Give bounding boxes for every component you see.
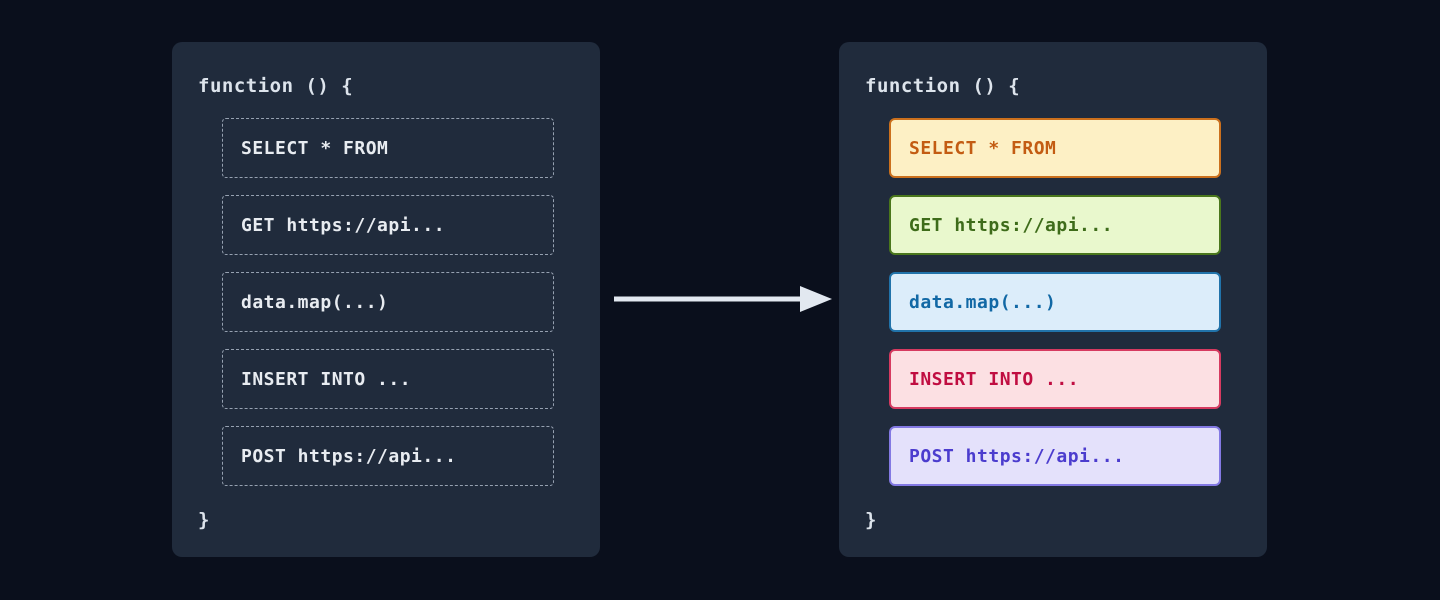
code-block-get-request: GET https://api... [222, 195, 554, 255]
code-block-data-map-highlighted: data.map(...) [889, 272, 1221, 332]
code-block-list: SELECT * FROM GET https://api... data.ma… [889, 118, 1221, 486]
code-block-insert-query-highlighted: INSERT INTO ... [889, 349, 1221, 409]
code-block-select-query: SELECT * FROM [222, 118, 554, 178]
function-open-line: function () { [865, 75, 1021, 97]
transform-arrow [610, 284, 834, 314]
function-close-line: } [865, 509, 877, 531]
code-block-post-request-highlighted: POST https://api... [889, 426, 1221, 486]
code-block-list: SELECT * FROM GET https://api... data.ma… [222, 118, 554, 486]
code-block-get-request-highlighted: GET https://api... [889, 195, 1221, 255]
function-close-line: } [198, 509, 210, 531]
code-block-post-request: POST https://api... [222, 426, 554, 486]
highlighted-code-panel: function () { SELECT * FROM GET https://… [839, 42, 1267, 557]
code-block-data-map: data.map(...) [222, 272, 554, 332]
source-code-panel: function () { SELECT * FROM GET https://… [172, 42, 600, 557]
code-block-insert-query: INSERT INTO ... [222, 349, 554, 409]
code-block-select-query-highlighted: SELECT * FROM [889, 118, 1221, 178]
function-open-line: function () { [198, 75, 354, 97]
arrow-icon [614, 286, 832, 312]
